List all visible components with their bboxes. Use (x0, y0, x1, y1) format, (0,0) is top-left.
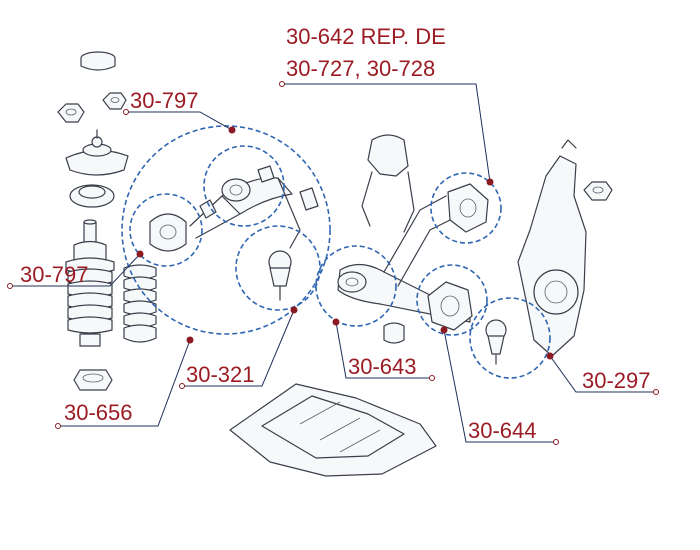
rear-bushing-icon (427, 281, 473, 331)
strut-cap-icon (80, 51, 116, 71)
callout-right: 30-297 (582, 368, 651, 393)
spring-pad-icon (73, 369, 113, 391)
callout-ref-line2: 30-727, 30-728 (286, 56, 435, 81)
highlight-circles (121, 125, 551, 379)
callout-ref-line1: 30-642 REP. DE (286, 24, 446, 49)
highlight-rear-bushing (416, 264, 488, 336)
highlight-lower-arm-bushing (315, 245, 397, 327)
steering-knuckle-icon (517, 139, 587, 357)
dust-boot-icon (123, 264, 157, 343)
highlight-tension-strut (430, 172, 502, 244)
shock-absorber-icon (65, 219, 115, 347)
knuckle-nut-icon (583, 181, 613, 201)
strut-mount-icon (65, 129, 129, 176)
leader-lines (10, 83, 656, 443)
knuckle-upper-mount-icon (361, 134, 415, 233)
suspension-parts-drawing (57, 51, 613, 477)
highlight-lower-ball-joint (469, 297, 551, 379)
callout-lower-middle: 30-321 (186, 362, 255, 387)
skid-plate-icon (229, 383, 437, 477)
control-arm-bushing-icon (149, 199, 217, 252)
highlight-left-bushing (129, 193, 203, 267)
ball-joint-icon (268, 187, 319, 301)
highlight-upper-assembly (121, 125, 331, 335)
leader-dots (7, 81, 659, 445)
callout-top-left: 30-797 (130, 88, 199, 113)
strut-nut-icon (57, 92, 127, 123)
lower-ball-joint-icon (485, 319, 507, 365)
callout-left: 30-797 (20, 262, 89, 287)
spring-seat-icon (69, 184, 115, 208)
callout-middle: 30-643 (348, 354, 417, 379)
tension-strut-bushing-icon (447, 183, 489, 233)
callout-labels: 30-642 REP. DE 30-727, 30-728 30-797 30-… (20, 24, 651, 443)
callout-bottom-right: 30-644 (468, 418, 537, 443)
upper-control-arm-icon (189, 165, 301, 249)
highlight-upper-arm (203, 145, 285, 227)
callout-lower-left: 30-656 (64, 400, 133, 425)
